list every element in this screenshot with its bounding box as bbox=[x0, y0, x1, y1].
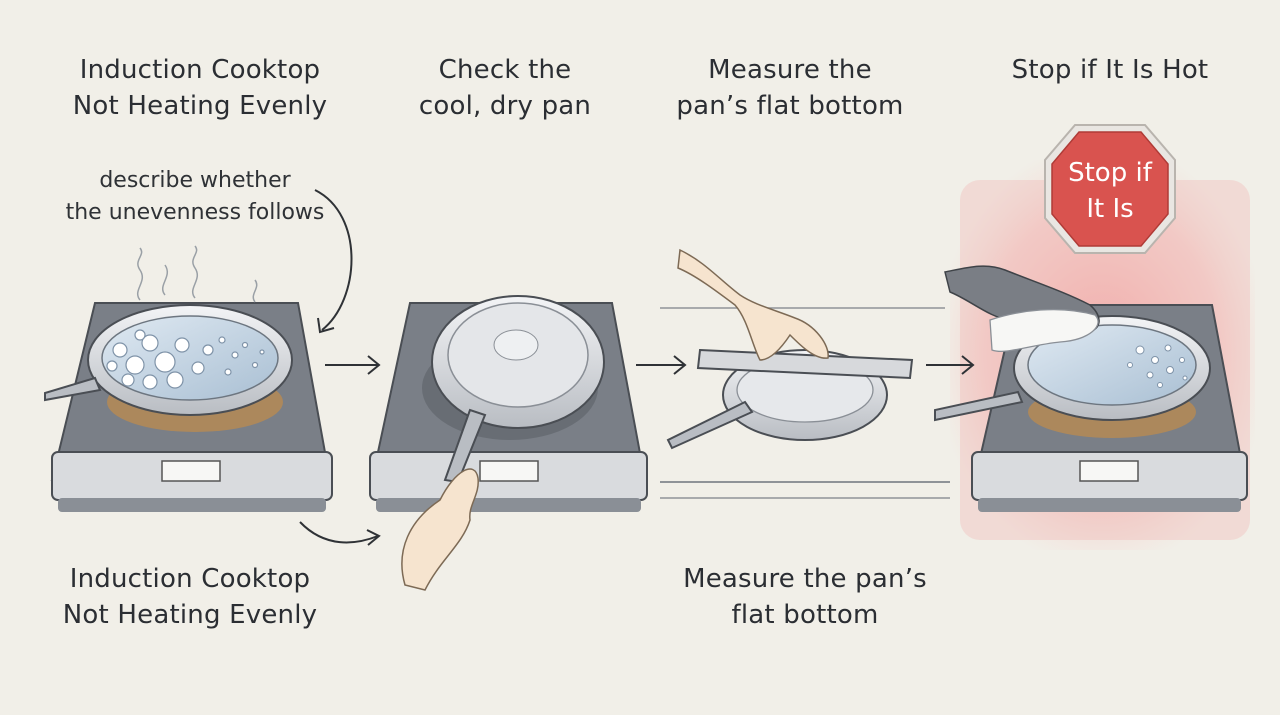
curved-bottom-arrow bbox=[299, 521, 381, 546]
cooktop-2 bbox=[369, 295, 648, 591]
describe-note: describe whether the unevenness follows bbox=[65, 168, 325, 225]
stop-sign-icon bbox=[1044, 124, 1176, 254]
cooktop-1 bbox=[44, 245, 333, 512]
step-3-title: Measure the pan’s flat bottom bbox=[676, 55, 904, 121]
arrow-right-icon bbox=[926, 355, 975, 375]
cooktop-4 bbox=[934, 265, 1248, 512]
arrow-right-icon bbox=[325, 355, 381, 375]
bottom-mid-caption: Measure the pan’s flat bottom bbox=[683, 564, 927, 630]
step-4-title: Stop if It Is Hot bbox=[1011, 55, 1209, 85]
counter-measure bbox=[660, 248, 950, 499]
ruler-icon bbox=[696, 348, 914, 380]
steam-icon bbox=[137, 245, 258, 303]
stop-sign-label: Stop if It Is bbox=[1068, 158, 1152, 224]
oven-mitt-icon bbox=[944, 265, 1100, 353]
curved-pointer-arrow bbox=[314, 189, 353, 334]
step-1-title: Induction Cooktop Not Heating Evenly bbox=[72, 55, 328, 121]
step-2-title: Check the cool, dry pan bbox=[418, 55, 592, 121]
arrow-right-icon bbox=[636, 355, 687, 375]
bottom-left-caption: Induction Cooktop Not Heating Evenly bbox=[62, 564, 318, 630]
